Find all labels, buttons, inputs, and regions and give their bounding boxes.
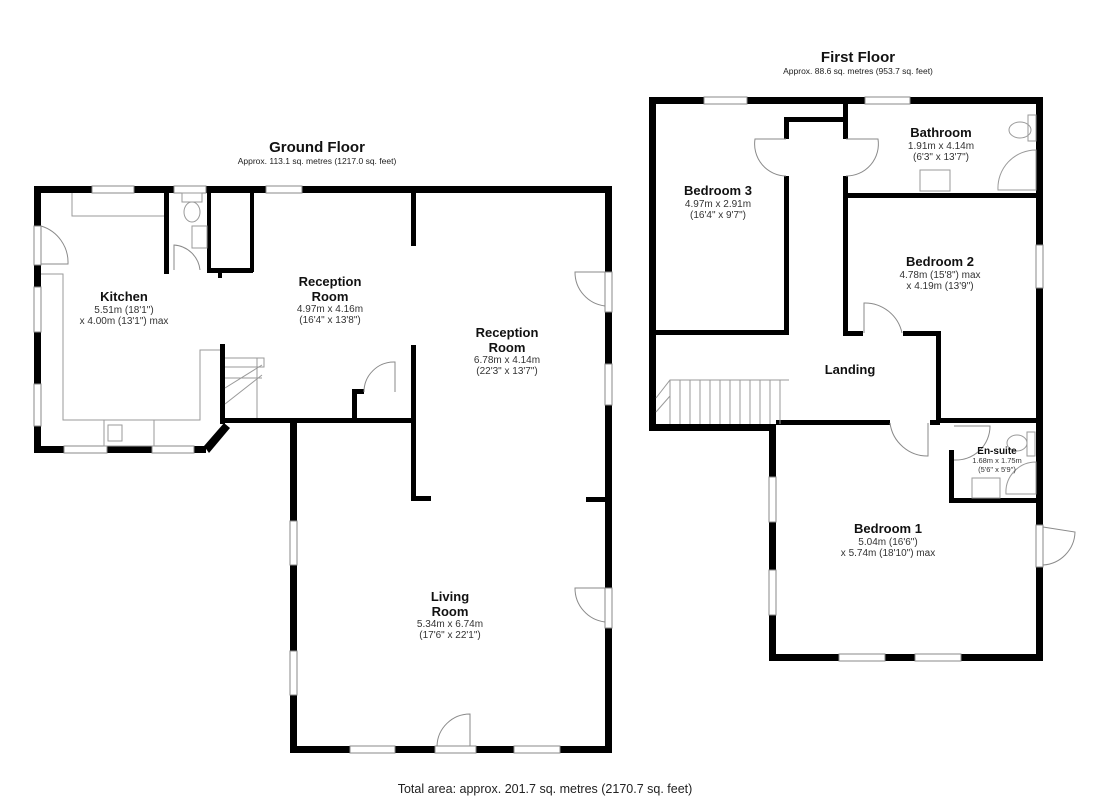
first-floor-walls <box>649 97 1043 661</box>
room-dimension: x 4.00m (13'1") max <box>79 315 169 327</box>
room-name: Kitchen <box>100 289 148 304</box>
room-dimension: 6.78m x 4.14m <box>473 355 541 367</box>
room-dimension: 4.97m x 4.16m <box>296 304 364 316</box>
room-label-reception-room-2: Reception Room 6.78m x 4.14m (22'3" x 13… <box>473 325 541 378</box>
ground-floor-heading: Ground Floor Approx. 113.1 sq. metres (1… <box>237 139 397 166</box>
room-dimension: (17'6" x 22'1") <box>419 630 481 642</box>
first-floor-windows <box>703 96 1044 662</box>
room-dimension: x 5.74m (18'10") max <box>840 547 936 559</box>
room-dimension: 1.91m x 4.14m <box>907 140 975 152</box>
ground-floor-area: Approx. 113.1 sq. metres (1217.0 sq. fee… <box>237 155 397 166</box>
first-floor-title: First Floor <box>820 49 896 66</box>
room-dimension: 1.68m x 1.75m <box>972 456 1022 466</box>
room-name: Bedroom 1 <box>854 521 922 536</box>
room-label-kitchen: Kitchen 5.51m (18'1") x 4.00m (13'1") ma… <box>79 289 169 327</box>
room-label-landing: Landing <box>824 362 876 378</box>
room-dimension: 5.34m x 6.74m <box>416 619 484 631</box>
room-dimension: (16'4" x 9'7") <box>690 209 746 221</box>
room-name: Room <box>431 603 469 619</box>
room-name: Reception <box>475 325 539 340</box>
first-floor-fixtures <box>655 114 1037 499</box>
room-dimension: 5.04m (16'6") <box>858 536 918 548</box>
first-floor-area: Approx. 88.6 sq. metres (953.7 sq. feet) <box>783 65 933 76</box>
room-name: Room <box>488 339 526 355</box>
room-name: Landing <box>824 362 876 377</box>
room-label-bathroom: Bathroom 1.91m x 4.14m (6'3" x 13'7") <box>907 125 975 163</box>
room-dimension: 4.97m x 2.91m <box>684 198 752 210</box>
first-floor-heading: First Floor Approx. 88.6 sq. metres (953… <box>783 49 933 76</box>
room-label-en-suite: En-suite 1.68m x 1.75m (5'6" x 5'9") <box>972 446 1022 474</box>
ground-floor-windows <box>33 185 613 754</box>
room-dimension: (5'6" x 5'9") <box>978 464 1016 474</box>
room-name: Bathroom <box>910 125 972 140</box>
room-label-living-room: Living Room 5.34m x 6.74m (17'6" x 22'1"… <box>416 589 484 642</box>
room-name: Bedroom 2 <box>906 254 974 269</box>
total-area: Total area: approx. 201.7 sq. metres (21… <box>397 782 693 796</box>
room-dimension: 4.78m (15'8") max <box>899 269 981 281</box>
ground-floor-walls <box>34 186 612 753</box>
first-floor-doors <box>754 138 1076 568</box>
ground-floor-doors <box>33 225 613 754</box>
room-dimension: x 4.19m (13'9") <box>906 280 974 292</box>
room-name: Bedroom 3 <box>684 183 752 198</box>
room-dimension: (16'4" x 13'8") <box>299 315 361 327</box>
ground-floor-fixtures <box>41 192 265 447</box>
room-name: Living <box>430 589 470 604</box>
room-name: En-suite <box>977 446 1017 457</box>
room-dimension: (6'3" x 13'7") <box>913 151 969 163</box>
room-dimension: (22'3" x 13'7") <box>476 366 538 378</box>
room-dimension: 5.51m (18'1") <box>94 304 154 316</box>
room-label-bedroom-1: Bedroom 1 5.04m (16'6") x 5.74m (18'10")… <box>840 521 936 559</box>
room-name: Reception <box>298 274 362 289</box>
ground-floor-title: Ground Floor <box>269 139 365 156</box>
room-label-bedroom-3: Bedroom 3 4.97m x 2.91m (16'4" x 9'7") <box>684 183 752 221</box>
room-label-bedroom-2: Bedroom 2 4.78m (15'8") max x 4.19m (13'… <box>899 254 981 292</box>
room-name: Room <box>311 288 349 304</box>
room-label-reception-room-1: Reception Room 4.97m x 4.16m (16'4" x 13… <box>296 274 364 327</box>
